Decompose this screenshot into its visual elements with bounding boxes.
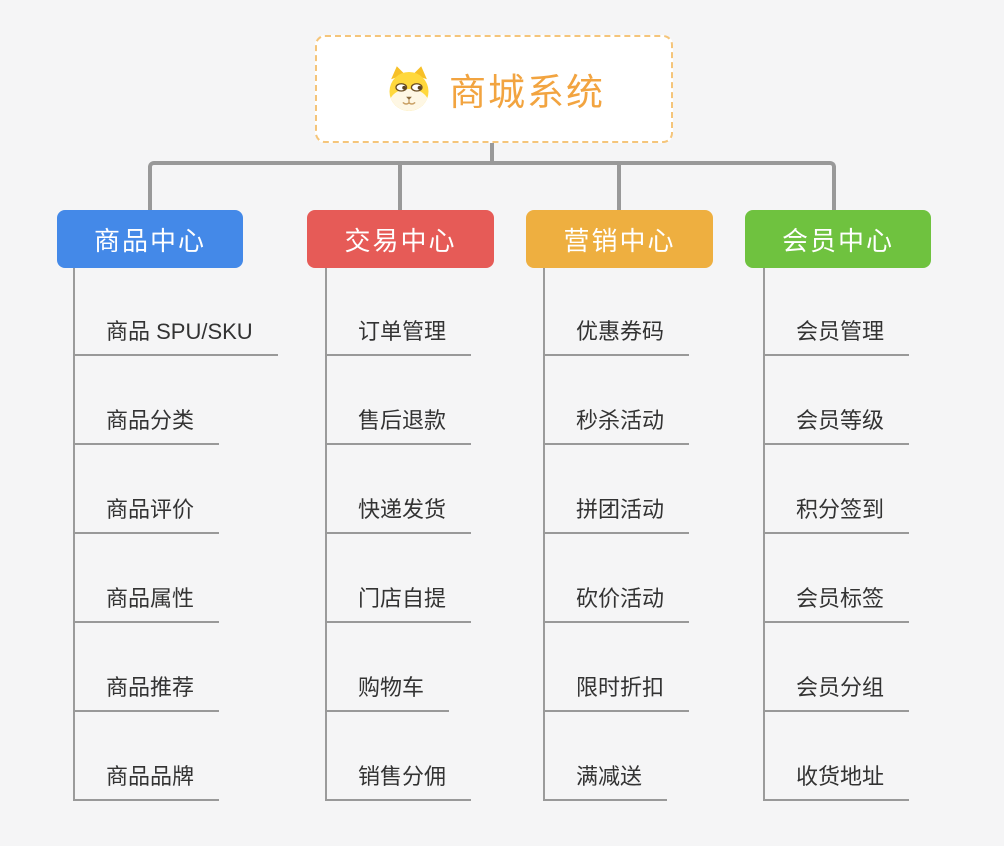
leaf-node[interactable]: 商品 SPU/SKU	[73, 312, 278, 356]
root-connector-line	[490, 141, 494, 164]
trunk-line-product	[73, 268, 75, 801]
trunk-line-trade	[325, 268, 327, 801]
leaf-column-member: 会员管理 会员等级 积分签到 会员标签 会员分组 收货地址	[763, 312, 910, 846]
trunk-line-marketing	[543, 268, 545, 801]
branch-label: 商品中心	[93, 225, 206, 256]
leaf-node[interactable]: 会员管理	[763, 312, 910, 356]
branch-connector-drop-2	[398, 161, 402, 210]
leaf-node[interactable]: 门店自提	[325, 579, 472, 623]
root-node-title: 商城系统	[449, 72, 605, 113]
leaf-node[interactable]: 收货地址	[763, 757, 910, 801]
leaf-node[interactable]: 砍价活动	[543, 579, 690, 623]
leaf-column-trade: 订单管理 售后退款 快递发货 门店自提 购物车 销售分佣	[325, 312, 472, 846]
branch-node-product-center[interactable]: 商品中心	[57, 210, 243, 268]
leaf-column-marketing: 优惠券码 秒杀活动 拼团活动 砍价活动 限时折扣 满减送	[543, 312, 690, 846]
leaf-node[interactable]: 会员等级	[763, 401, 910, 445]
branch-label: 营销中心	[563, 225, 676, 256]
leaf-node[interactable]: 商品推荐	[73, 668, 220, 712]
leaf-column-product: 商品 SPU/SKU 商品分类 商品评价 商品属性 商品推荐 商品品牌	[73, 312, 278, 846]
leaf-node[interactable]: 积分签到	[763, 490, 910, 534]
leaf-node[interactable]: 会员标签	[763, 579, 910, 623]
leaf-node[interactable]: 优惠券码	[543, 312, 690, 356]
leaf-node[interactable]: 购物车	[325, 668, 450, 712]
branch-node-trade-center[interactable]: 交易中心	[307, 210, 494, 268]
branch-node-member-center[interactable]: 会员中心	[745, 210, 931, 268]
leaf-node[interactable]: 商品属性	[73, 579, 220, 623]
leaf-node[interactable]: 秒杀活动	[543, 401, 690, 445]
root-node-mall-system[interactable]: 商城系统	[315, 35, 673, 143]
branch-node-marketing-center[interactable]: 营销中心	[526, 210, 713, 268]
shiba-dog-icon	[389, 66, 429, 111]
leaf-node[interactable]: 商品分类	[73, 401, 220, 445]
leaf-node[interactable]: 快递发货	[325, 490, 472, 534]
trunk-line-member	[763, 268, 765, 801]
leaf-node[interactable]: 售后退款	[325, 401, 472, 445]
leaf-node[interactable]: 销售分佣	[325, 757, 472, 801]
leaf-node[interactable]: 限时折扣	[543, 668, 690, 712]
branch-label: 交易中心	[344, 225, 457, 256]
branch-label: 会员中心	[781, 225, 894, 256]
leaf-node[interactable]: 订单管理	[325, 312, 472, 356]
leaf-node[interactable]: 商品评价	[73, 490, 220, 534]
leaf-node[interactable]: 拼团活动	[543, 490, 690, 534]
branch-connector-drop-3	[617, 161, 621, 210]
branch-connector-frame	[148, 161, 836, 210]
leaf-node[interactable]: 会员分组	[763, 668, 910, 712]
leaf-node[interactable]: 商品品牌	[73, 757, 220, 801]
leaf-node[interactable]: 满减送	[543, 757, 668, 801]
